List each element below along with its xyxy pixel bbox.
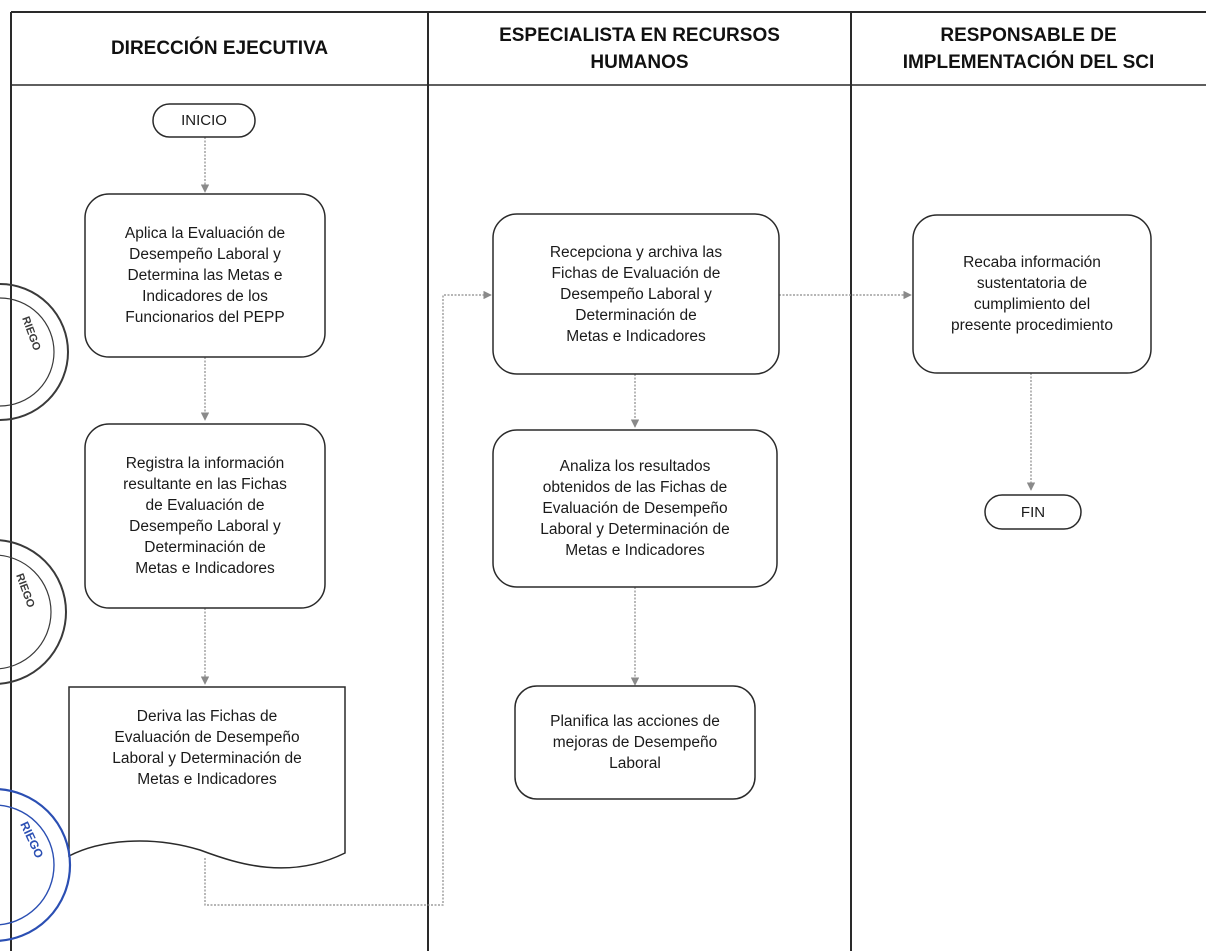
connectors [200,137,1036,906]
connector-deriva-recepciona [204,290,492,906]
node-shapes [68,103,1152,869]
node-registra-informacion: Registra la información resultante en la… [85,424,325,608]
lane-header-direccion-ejecutiva: DIRECCIÓN EJECUTIVA [11,12,428,85]
lane-title-responsable-sci: RESPONSABLE DE IMPLEMENTACIÓN DEL SCI [902,24,1155,73]
aplica-process-shape [84,193,326,358]
svg-text:RIEGO: RIEGO [13,572,37,610]
node-recepciona-archiva: Recepciona y archiva las Fichas de Evalu… [493,214,779,374]
node-recaba-informacion-label: Recaba información sustentatoria de cump… [951,254,1113,334]
fin-terminal-shape [984,494,1082,530]
node-recaba-informacion: Recaba información sustentatoria de cump… [913,215,1151,373]
swimlane-frame [10,11,1206,951]
node-analiza-resultados: Analiza los resultados obtenidos de las … [493,430,777,587]
svg-text:RIEGO: RIEGO [17,819,46,860]
node-inicio: INICIO [153,104,255,137]
node-recepciona-archiva-label: Recepciona y archiva las Fichas de Evalu… [549,243,723,345]
node-fin-label: FIN [1020,503,1046,521]
node-fin: FIN [985,495,1081,529]
node-planifica-acciones-label: Planifica las acciones de mejoras de Des… [550,713,720,772]
recaba-process-shape [912,214,1152,374]
node-aplica-evaluacion-label: Aplica la Evaluación de Desempeño Labora… [124,225,286,326]
deriva-document-shape [68,686,346,869]
planifica-process-shape [514,685,756,800]
lane-title-especialista-rrhh: ESPECIALISTA EN RECURSOS HUMANOS [499,24,780,73]
node-analiza-resultados-label: Analiza los resultados obtenidos de las … [540,458,730,559]
lane-header-responsable-sci: RESPONSABLE DE IMPLEMENTACIÓN DEL SCI [851,12,1206,85]
node-deriva-fichas: Deriva las Fichas de Evaluación de Desem… [69,693,345,803]
analiza-process-shape [492,429,778,588]
registra-process-shape [84,423,326,609]
node-planifica-acciones: Planifica las acciones de mejoras de Des… [515,686,755,799]
node-registra-informacion-label: Registra la información resultante en la… [123,455,287,577]
node-aplica-evaluacion: Aplica la Evaluación de Desempeño Labora… [85,194,325,357]
official-seal-middle: RIEGO [0,539,67,685]
inicio-terminal-shape [152,103,256,138]
node-deriva-fichas-label: Deriva las Fichas de Evaluación de Desem… [112,708,302,788]
node-inicio-label: INICIO [181,112,227,129]
recepciona-process-shape [492,213,780,375]
lane-header-especialista-rrhh: ESPECIALISTA EN RECURSOS HUMANOS [428,12,851,85]
svg-text:RIEGO: RIEGO [19,315,43,353]
lane-title-direccion-ejecutiva: DIRECCIÓN EJECUTIVA [110,38,329,59]
